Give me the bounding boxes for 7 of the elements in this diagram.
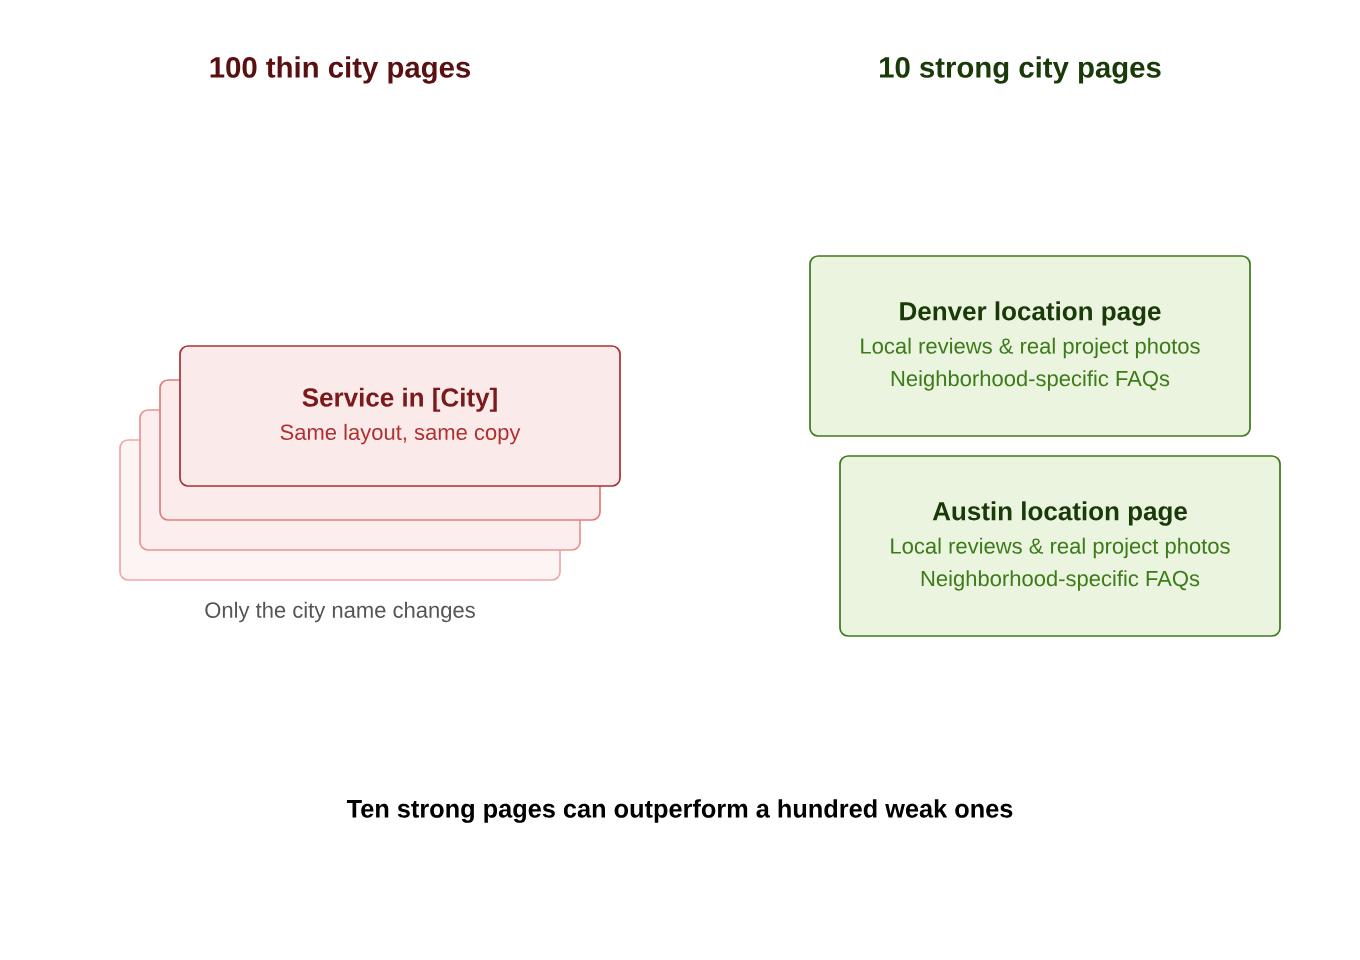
page-card: Denver location page Local reviews & real project photos Neighborhood-specific FAQs [809, 255, 1251, 437]
column-heading: 100 thin city pages [210, 56, 471, 84]
stack-caption: Only the city name changes [205, 601, 475, 623]
page-card: Austin location page Local reviews & real project photos Neighborhood-specific FAQs [839, 455, 1281, 637]
caption: Ten strong pages can outperform a hundred weak ones [346, 799, 1013, 823]
page-card: Service in [City] Same layout, same copy [179, 345, 621, 487]
column-heading: 10 strong city pages [880, 56, 1161, 84]
